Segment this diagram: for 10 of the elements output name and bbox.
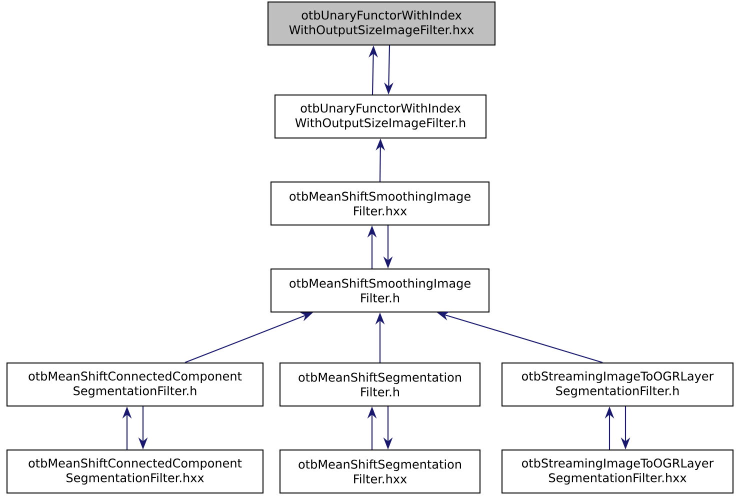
file-box: otbMeanShiftSegmentation Filter.hxx xyxy=(280,450,480,494)
file-box: otbMeanShiftConnectedComponent SegmentationFilter.hxx xyxy=(6,450,264,494)
file-box: otbMeanShiftConnectedComponent SegmentationFilter.h xyxy=(6,362,264,406)
file-box: otbMeanShiftSegmentation Filter.h xyxy=(280,362,480,406)
file-box: otbUnaryFunctorWithIndex WithOutputSizeImageFilter.h xyxy=(274,94,486,138)
file-box: otbStreamingImageToOGRLayer SegmentationFilter.h xyxy=(502,362,734,406)
file-box: otbMeanShiftSmoothingImage Filter.hxx xyxy=(270,182,490,226)
file-box: otbStreamingImageToOGRLayer SegmentationFilter.hxx xyxy=(502,450,734,494)
file-box: otbMeanShiftSmoothingImage Filter.h xyxy=(270,268,490,312)
file-box: otbUnaryFunctorWithIndex WithOutputSizeImageFilter.hxx xyxy=(268,2,496,46)
